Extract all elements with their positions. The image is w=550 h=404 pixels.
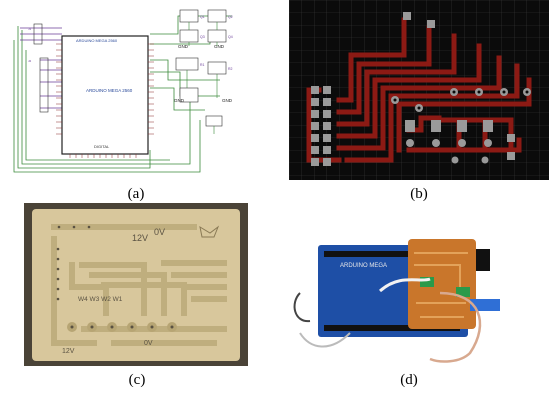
svg-text:J2: J2 xyxy=(28,59,32,63)
silk-12v-top: 12V xyxy=(132,233,148,243)
terminal-block-2 xyxy=(456,287,470,297)
board-logo xyxy=(199,225,220,238)
svg-text:J1: J1 xyxy=(28,27,32,31)
chip-part-label: ARDUINO MEGA 2560 xyxy=(86,88,133,93)
panel-a-schematic: J1 J2 ARDUINO MEGA 2560 ARDUINO MEGA 256… xyxy=(0,0,272,182)
transistor-stages xyxy=(175,9,227,127)
caption-c: (c) xyxy=(128,372,146,388)
usb-connector xyxy=(470,299,500,311)
arduino-chip-body xyxy=(61,35,149,155)
panel-b-pcb-layout xyxy=(289,0,549,180)
net-label-gnd-2: GND xyxy=(214,44,225,49)
svg-text:Q2: Q2 xyxy=(228,15,233,19)
chip-title: ARDUINO MEGA 2560 xyxy=(76,38,118,43)
svg-text:Q1: Q1 xyxy=(200,15,205,19)
etched-traces xyxy=(51,224,227,346)
assembled-board-drawing: ARDUINO MEGA xyxy=(293,239,500,363)
board-silk-text: ARDUINO MEGA xyxy=(340,263,387,269)
net-label-gnd-4: GND xyxy=(222,98,233,103)
silk-0v-top: 0V xyxy=(154,227,165,237)
svg-text:Q3: Q3 xyxy=(200,35,205,39)
svg-text:R1: R1 xyxy=(200,63,205,67)
panel-d-assembled-board: ARDUINO MEGA xyxy=(290,233,502,368)
panel-c-etched-board: 12V 0V W4 W3 W2 W1 12V 0V xyxy=(24,203,248,366)
pcb-pads xyxy=(311,12,531,166)
net-label-gnd-3: GND xyxy=(174,98,185,103)
silk-12v-bottom: 12V xyxy=(62,348,75,355)
net-label-gnd-1: GND xyxy=(178,44,189,49)
shield-pcb xyxy=(408,239,476,329)
silk-0v-bottom: 0V xyxy=(144,340,153,347)
copper-traces xyxy=(306,17,532,163)
caption-b: (b) xyxy=(410,186,428,202)
caption-d: (d) xyxy=(400,372,418,388)
chip-side-label: DIGITAL xyxy=(94,144,110,149)
schematic-drawing: J1 J2 ARDUINO MEGA 2560 ARDUINO MEGA 256… xyxy=(13,9,233,173)
svg-text:R2: R2 xyxy=(228,67,233,71)
silk-channel-labels: W4 W3 W2 W1 xyxy=(78,296,123,303)
terminal-block-1 xyxy=(420,277,434,287)
caption-a: (a) xyxy=(127,186,145,202)
svg-text:Q4: Q4 xyxy=(228,35,233,39)
pcb-layout-drawing xyxy=(289,0,549,180)
etched-board-drawing: 12V 0V W4 W3 W2 W1 12V 0V xyxy=(24,203,248,366)
